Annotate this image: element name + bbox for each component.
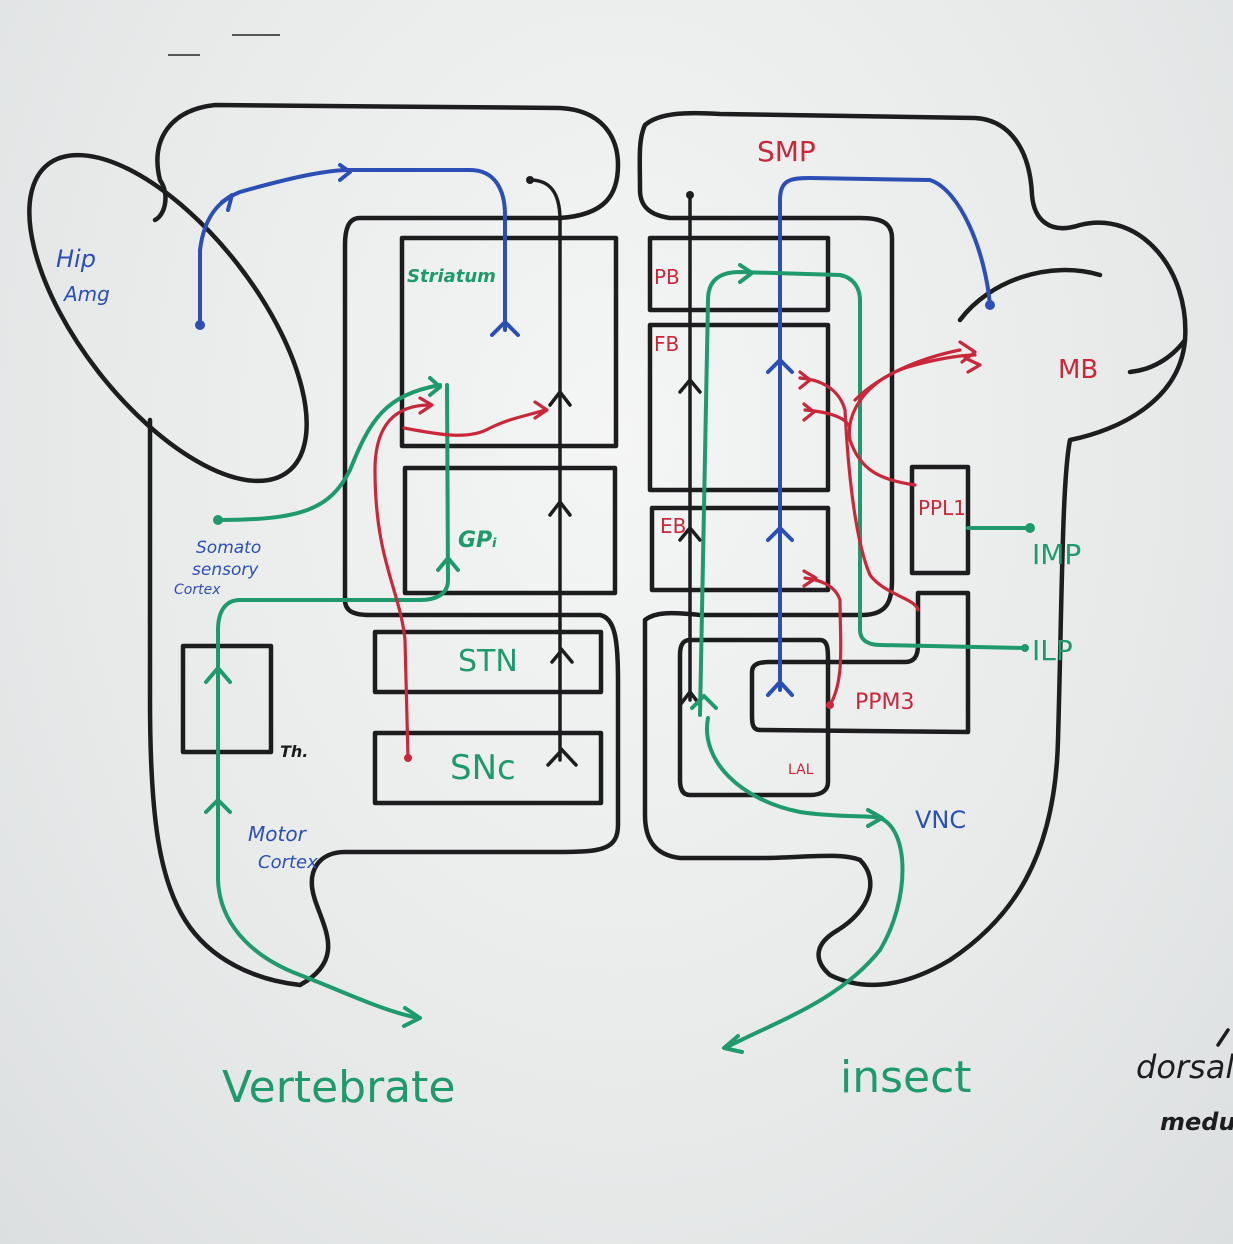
label-somato-2: sensory [192,560,259,580]
axon-arrow [678,525,702,542]
fb-box [647,322,831,493]
ppm3-box [749,590,971,735]
green-motor-loop [216,383,450,1020]
vertebrate-brain-outline [147,102,621,988]
thalamus-box [180,643,274,755]
blue-smp-to-mb [778,176,992,692]
blue-cortical-projection [198,168,507,332]
green-dot [1025,523,1035,533]
label-vnc: VNC [915,806,967,834]
label-thalamus: Th. [280,742,309,761]
red-arrow [963,356,982,374]
green-arrow [428,376,442,397]
green-dot [213,515,223,525]
label-motor-1: Motor [248,822,306,846]
red-snc-to-striatum [373,403,432,760]
label-motor-2: Cortex [258,852,318,873]
label-insect: insect [840,1052,972,1103]
green-arrow [866,808,884,828]
blue-arrow [490,320,520,337]
red-arrow [533,400,549,420]
label-ppl1: PPL1 [918,496,966,520]
label-medull: medull [1160,1108,1233,1136]
label-vertebrate: Vertebrate [222,1062,456,1113]
label-mb: MB [1058,355,1099,385]
axon-arrow [546,747,578,767]
green-arrow-head [722,1034,744,1054]
vertebrate-outline-notch [152,177,168,223]
axon-terminal-dot [686,191,694,199]
red-dot [404,754,412,762]
label-somato-1: Somato [196,538,262,558]
red-ppm3-branch [798,376,920,612]
axon-arrow [548,499,572,517]
green-arrow [690,694,718,710]
green-vnc-pathway [704,716,905,1050]
stray-mark [1216,1028,1230,1047]
label-ppm3: PPM3 [855,690,915,715]
gpi-box [402,465,618,596]
insect-outline-detail [1127,337,1188,375]
axon-arrow [678,377,702,394]
label-smp: SMP [757,135,816,168]
label-pb: PB [654,265,680,289]
lal-box [677,637,831,798]
blue-arrow [766,358,794,374]
label-eb: EB [660,514,687,538]
green-arrow [738,263,754,284]
label-imp: IMP [1032,538,1082,571]
green-somato-to-striatum [216,383,442,522]
blue-dot [985,300,995,310]
mb-lobe-inner [957,267,1103,323]
red-dot [826,701,834,709]
hip-amg-ellipse [27,152,309,484]
blue-arrow [220,193,234,212]
axon-arrow [548,389,572,407]
insect-brain-outline [637,110,1188,988]
red-arrow [802,569,818,588]
red-arrow [418,396,434,415]
blue-arrow [766,680,794,697]
label-snc: SNc [450,748,516,788]
green-insect-loop [698,270,1027,717]
blue-arrow [338,163,352,182]
blue-arrow [766,526,794,542]
eb-box [649,505,831,593]
red-branch [853,348,962,402]
ppl1-box [909,464,971,576]
snc-box [372,730,604,806]
axon-arrow [550,647,574,664]
label-gpi: GPᵢ [458,528,498,553]
red-branch [402,408,547,437]
blue-dot [195,320,205,330]
green-arrow [204,666,232,684]
label-lal: LAL [788,762,814,778]
stn-box [372,629,604,695]
label-dorsal: dorsal [1136,1048,1233,1086]
axon-terminal-dot [526,176,534,184]
label-ilp: ILP [1032,634,1073,667]
label-striatum: Striatum [407,266,496,287]
label-somato-3: Cortex [174,582,221,598]
dopamine-axon-vertebrate [528,178,562,762]
red-arrow [802,402,816,422]
green-arrow [436,556,460,572]
striatum-box [399,235,619,449]
green-dot [1021,644,1029,652]
label-stn: STN [458,644,518,679]
label-amg: Amg [64,282,110,306]
red-ppm3-to-eb [803,576,843,707]
red-ppl1-to-mb [847,353,977,487]
green-arrow [204,798,232,814]
green-arrow-head [402,1006,422,1028]
label-hip: Hip [56,245,96,273]
red-arrow [798,370,812,390]
label-fb: FB [654,332,680,356]
